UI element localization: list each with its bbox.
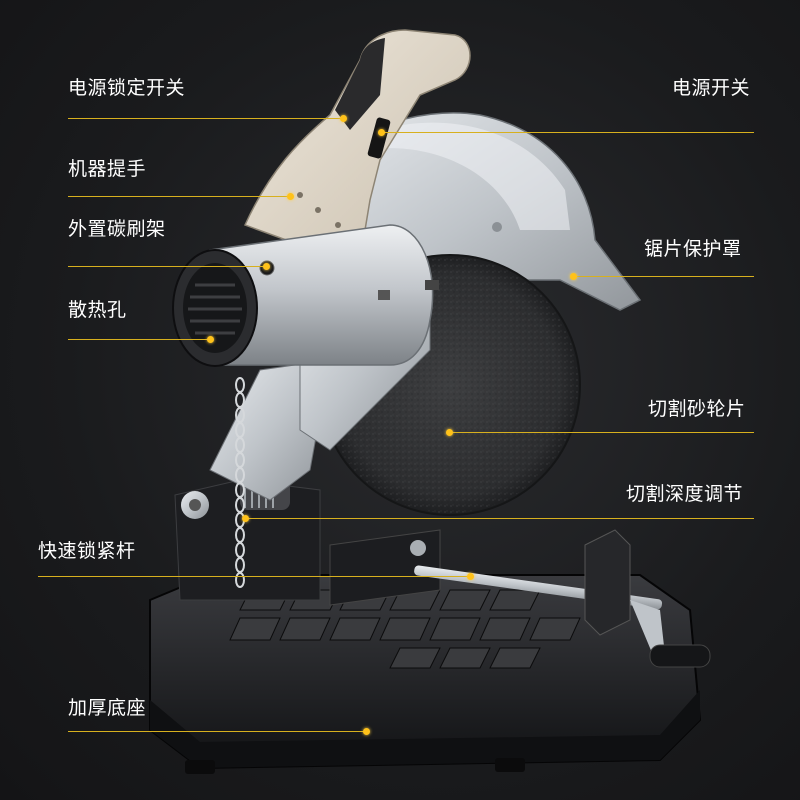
- leader-blade-guard: [573, 276, 754, 277]
- label-machine-handle: 机器提手: [68, 158, 147, 180]
- label-cutting-wheel: 切割砂轮片: [648, 398, 746, 420]
- label-blade-guard: 锯片保护罩: [644, 238, 742, 260]
- vise-clamp: [329, 529, 711, 668]
- base-assembly: [149, 574, 702, 774]
- dot-cutting-wheel: [446, 429, 453, 436]
- dot-thick-base: [363, 728, 370, 735]
- dot-power-lock-switch: [340, 115, 347, 122]
- label-power-switch: 电源开关: [672, 77, 751, 99]
- label-thick-base: 加厚底座: [68, 697, 147, 719]
- leader-cutting-wheel: [449, 432, 754, 433]
- label-depth-adjust: 切割深度调节: [626, 483, 744, 505]
- leader-power-switch: [382, 132, 754, 133]
- dot-depth-adjust: [242, 515, 249, 522]
- label-power-lock-switch: 电源锁定开关: [68, 77, 186, 99]
- leader-brush-holder: [68, 266, 266, 267]
- dot-brush-holder: [263, 263, 270, 270]
- motor-housing: [172, 224, 439, 367]
- label-brush-holder: 外置碳刷架: [68, 218, 166, 240]
- handle: [243, 29, 471, 261]
- leader-depth-adjust: [245, 518, 754, 519]
- leader-machine-handle: [68, 196, 290, 197]
- chain: [235, 377, 245, 588]
- dot-vent-holes: [207, 336, 214, 343]
- dot-power-switch: [378, 129, 385, 136]
- leader-thick-base: [68, 731, 366, 732]
- dot-blade-guard: [570, 273, 577, 280]
- label-vent-holes: 散热孔: [68, 299, 127, 321]
- pivot-bracket: [174, 479, 321, 601]
- leader-quick-lock-lever: [38, 576, 470, 577]
- dot-quick-lock-lever: [467, 573, 474, 580]
- leader-vent-holes: [68, 339, 210, 340]
- leader-power-lock-switch: [68, 118, 343, 119]
- dot-machine-handle: [287, 193, 294, 200]
- label-quick-lock-lever: 快速锁紧杆: [38, 540, 136, 562]
